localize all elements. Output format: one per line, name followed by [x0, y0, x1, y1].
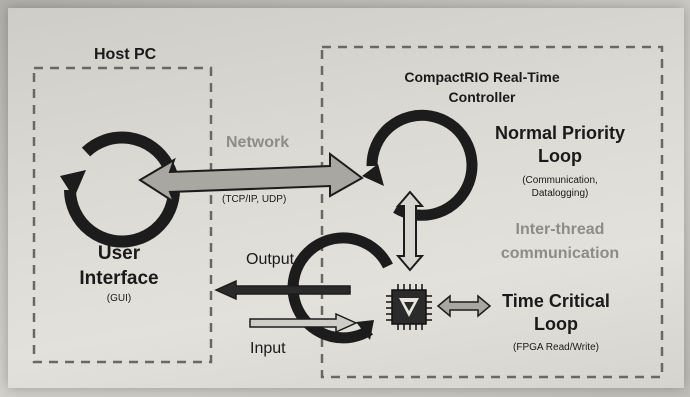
normal-loop-description: (Communication, Datalogging) — [490, 174, 630, 200]
inter-thread-line1: Inter-thread — [515, 221, 605, 238]
inter-thread-label: Inter-thread communication — [470, 218, 650, 266]
gui-label: (GUI) — [106, 293, 132, 304]
ui-label-line2: Interface — [79, 268, 159, 289]
crio-title: CompactRIO Real-Time Controller — [372, 67, 592, 107]
inter-thread-arrow — [395, 190, 425, 272]
crio-title-line1: CompactRIO Real-Time — [404, 69, 560, 85]
ui-label-line1: User — [97, 243, 141, 264]
input-arrow — [249, 312, 358, 334]
network-protocols-label: (TCP/IP, UDP) — [222, 194, 287, 205]
normal-loop-sub1: (Communication, — [522, 175, 598, 186]
host-pc-title: Host PC — [94, 46, 157, 63]
inter-thread-line2: communication — [500, 245, 620, 262]
chip-double-arrow — [436, 294, 492, 318]
normal-loop-sub2: Datalogging) — [531, 188, 589, 199]
time-loop-line2: Loop — [534, 314, 578, 334]
time-critical-loop-label: Time Critical Loop — [476, 290, 636, 336]
network-double-arrow — [138, 152, 364, 205]
time-critical-loop-icon — [287, 232, 393, 344]
normal-priority-loop-icon — [362, 109, 478, 221]
normal-priority-loop-label: Normal Priority Loop — [472, 122, 648, 168]
input-label: Input — [250, 340, 286, 357]
crio-box — [320, 45, 664, 379]
output-label: Output — [246, 251, 295, 268]
normal-loop-line1: Normal Priority — [494, 123, 626, 143]
output-arrow — [214, 279, 351, 301]
crio-title-line2: Controller — [448, 89, 516, 105]
host-loop-icon — [60, 131, 180, 248]
user-interface-label: User Interface — [64, 241, 174, 291]
host-pc-box — [32, 66, 213, 364]
normal-loop-line2: Loop — [538, 146, 582, 166]
fpga-chip-icon — [386, 284, 432, 330]
fpga-rw-label: (FPGA Read/Write) — [513, 342, 599, 353]
network-label: Network — [226, 134, 290, 151]
time-loop-line1: Time Critical — [502, 291, 610, 311]
